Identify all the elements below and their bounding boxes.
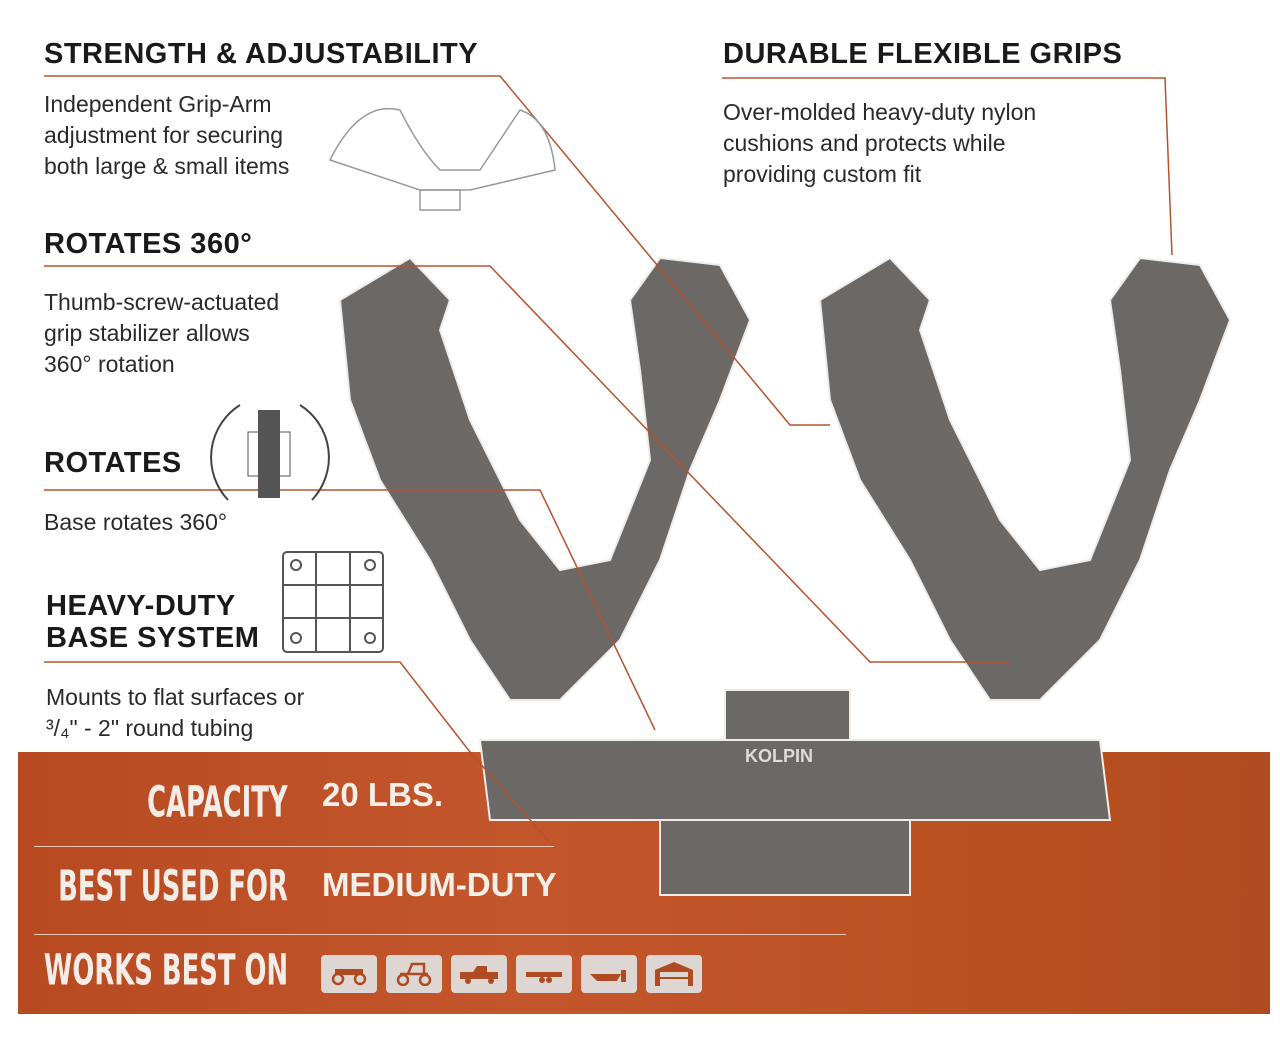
feature-title-rotates: ROTATES: [44, 447, 182, 479]
feature-text-rotates: Base rotates 360°: [44, 509, 228, 535]
brand-logo: KOLPIN: [745, 746, 813, 766]
grip-sketch-icon: [328, 107, 556, 211]
capacity-value: 20 LBS.: [322, 776, 444, 813]
truck-icon: [451, 955, 507, 993]
best-used-value: MEDIUM-DUTY: [322, 866, 557, 903]
utv-icon: [386, 955, 442, 993]
callout-lines: [44, 75, 1173, 849]
boat-icon: [581, 955, 637, 993]
best-used-label: BEST USED FOR: [58, 861, 288, 911]
garage-icon: [646, 955, 702, 993]
feature-title-grips: DURABLE FLEXIBLE GRIPS: [723, 38, 1123, 70]
capacity-label: CAPACITY: [147, 777, 288, 827]
vehicle-icons: [321, 955, 702, 993]
divider: [34, 846, 554, 847]
feature-title-rotates-360: ROTATES 360°: [44, 228, 253, 260]
feature-title-strength: STRENGTH & ADJUSTABILITY: [44, 38, 479, 70]
divider: [34, 934, 846, 935]
rotate-icon: [210, 404, 330, 501]
base-plate-icon: [282, 551, 384, 653]
atv-icon: [321, 955, 377, 993]
works-best-label: WORKS BEST ON: [43, 945, 288, 995]
trailer-icon: [516, 955, 572, 993]
